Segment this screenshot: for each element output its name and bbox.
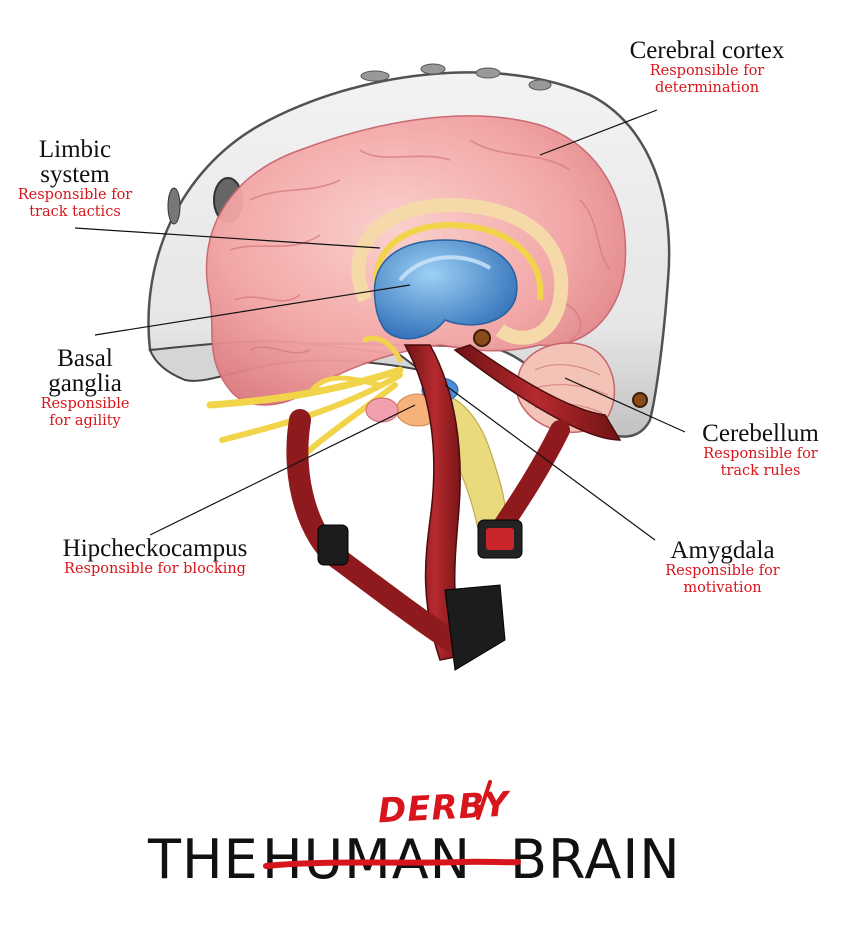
limbic-ring-outer xyxy=(351,197,569,345)
desc-limbic-system-1: Responsible for xyxy=(17,187,133,203)
buckle-left-clip xyxy=(317,524,349,566)
buckle xyxy=(444,584,506,671)
ventricle-highlight xyxy=(398,255,492,282)
term-cerebral-cortex: Cerebral cortex xyxy=(629,37,785,64)
strikethrough-line xyxy=(263,858,521,869)
desc-cerebral-cortex-1: Responsible for xyxy=(649,63,765,79)
term-cerebellum: Cerebellum xyxy=(702,420,819,447)
vent-hole xyxy=(360,70,390,82)
vent-hole xyxy=(420,63,446,75)
vent-hole xyxy=(167,187,181,225)
term-basal-ganglia-2: ganglia xyxy=(48,370,122,397)
rivet xyxy=(473,329,491,347)
label-hipcheckocampus: Hipcheckocampus Responsible for blocking xyxy=(30,536,280,578)
label-amygdala: Amygdala Responsible for motivation xyxy=(640,538,805,597)
desc-cerebellum-1: Responsible for xyxy=(703,446,818,462)
desc-amygdala-2: motivation xyxy=(683,580,762,596)
pink-node xyxy=(365,397,399,423)
term-limbic-system-2: system xyxy=(40,161,110,188)
brain-gyri xyxy=(229,139,611,354)
rear-strap xyxy=(453,344,622,441)
label-cerebellum: Cerebellum Responsible for track rules xyxy=(683,421,838,480)
vent-hole xyxy=(475,67,501,79)
derby-caret-stroke xyxy=(476,780,492,820)
leader-lines xyxy=(74,109,686,541)
strap-slider-inner xyxy=(486,528,514,550)
vent-hole xyxy=(528,79,552,91)
rivet xyxy=(632,392,648,408)
poster-title: THE HUMAN BRAIN DERBY xyxy=(0,780,850,900)
desc-hipcheckocampus: Responsible for blocking xyxy=(64,561,246,577)
term-limbic-system-1: Limbic xyxy=(38,136,112,163)
term-amygdala: Amygdala xyxy=(670,537,775,564)
desc-amygdala-1: Responsible for xyxy=(665,563,780,579)
desc-limbic-system-2: track tactics xyxy=(29,204,121,220)
desc-cerebellum-2: track rules xyxy=(720,463,801,479)
chin-strap-right xyxy=(490,420,570,540)
title-word-brain: BRAIN xyxy=(510,828,681,891)
label-basal-ganglia: Basal ganglia Responsible for agility xyxy=(10,346,160,430)
desc-basal-ganglia-2: for agility xyxy=(49,413,121,429)
desc-basal-ganglia-1: Responsible xyxy=(40,396,130,412)
title-word-the: THE xyxy=(148,828,259,891)
limbic-ring-inner xyxy=(373,221,544,301)
desc-cerebral-cortex-2: determination xyxy=(654,80,760,96)
term-hipcheckocampus: Hipcheckocampus xyxy=(62,535,248,562)
term-basal-ganglia-1: Basal xyxy=(57,345,113,372)
label-cerebral-cortex: Cerebral cortex Responsible for determin… xyxy=(612,38,802,97)
label-limbic-system: Limbic system Responsible for track tact… xyxy=(5,137,145,221)
